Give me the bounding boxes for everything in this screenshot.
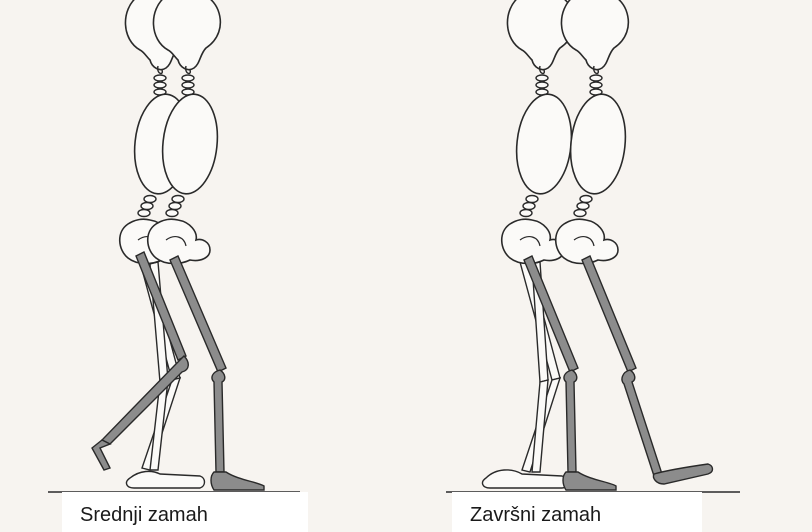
figure-terminal-swing: [483, 0, 713, 490]
caption-box-mid-swing: Srednji zamah: [62, 492, 308, 532]
mid-swing-stance-limb: [170, 256, 264, 490]
caption-box-terminal-swing: Završni zamah: [452, 492, 702, 532]
caption-terminal-swing: Završni zamah: [470, 504, 601, 527]
figure-mid-swing: [92, 0, 264, 490]
caption-mid-swing: Srednji zamah: [80, 504, 208, 527]
terminal-swing-back-legs: [483, 258, 568, 488]
terminal-swing-limb: [582, 256, 713, 484]
